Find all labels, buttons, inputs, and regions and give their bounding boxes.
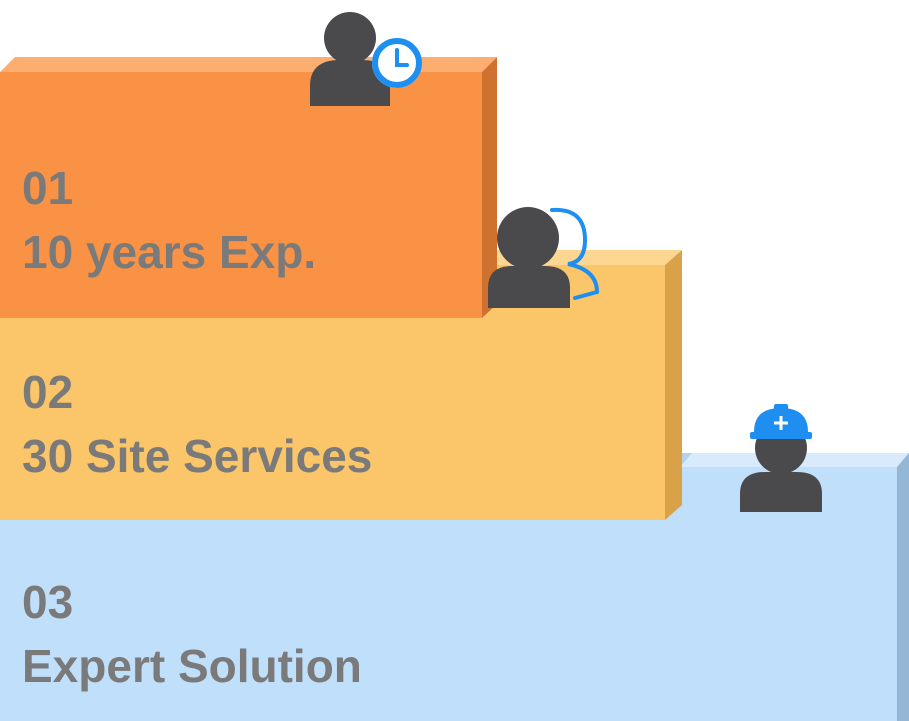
step-1-number: 01 [22,162,74,214]
step-1-title: 10 years Exp. [22,226,317,278]
step-3-number: 03 [22,576,74,628]
step-2-title: 30 Site Services [22,430,373,482]
step-3-title: Expert Solution [22,640,362,692]
person-group-icon [488,207,600,308]
step-2-label: 02 30 Site Services [22,360,372,488]
person-clock-icon [310,12,422,106]
step-3-label: 03 Expert Solution [22,570,362,698]
engineer-helmet-icon [740,404,822,512]
step-1-block [0,57,497,318]
step-2-number: 02 [22,366,74,418]
step-1-label: 01 10 years Exp. [22,156,316,284]
